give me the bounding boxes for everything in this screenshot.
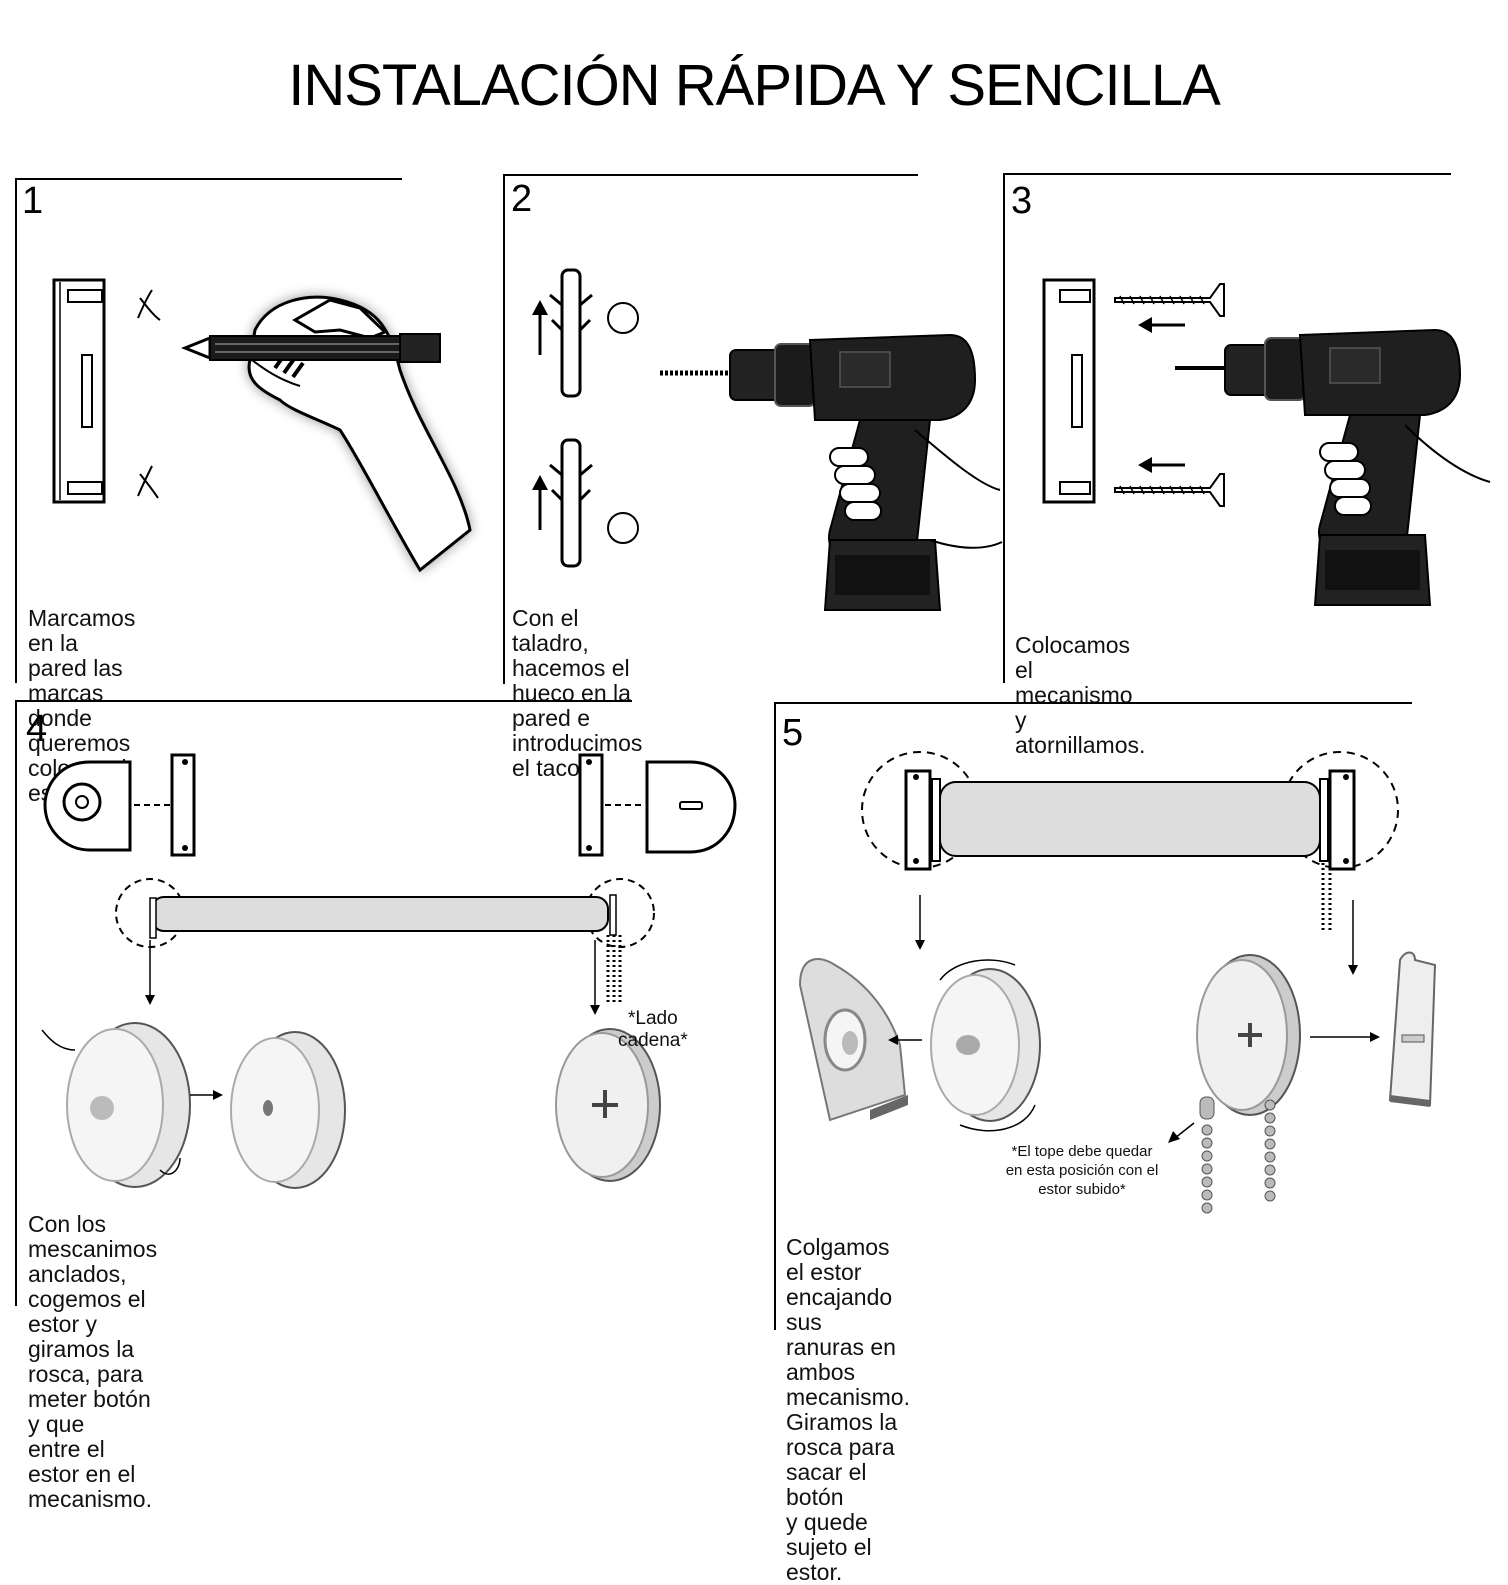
chain-icon [1321,863,1332,930]
chain-side-note: *Lado cadena* [618,1008,688,1051]
end-cap-icon [798,958,908,1122]
chain-icon [1199,1096,1276,1214]
step-4-illustration [41,753,737,1189]
bracket-icon [1042,278,1096,504]
wall-plug-icon [532,268,639,398]
step-2-left-border [503,174,505,684]
step-5-number: 5 [782,712,804,754]
gear-knob-icon [1196,954,1301,1116]
chain-icon [606,935,622,1002]
step-1-left-border [15,178,17,683]
step-2-illustration [532,268,1003,611]
step-3-caption: Colocamos el mecanismo y atornillamos. [1015,632,1146,758]
end-cap-icon [555,1028,661,1182]
gear-knob-icon [230,1031,346,1189]
roller-tube-icon [861,751,1399,871]
step-3-left-border [1003,173,1005,683]
gear-knob-icon [41,1022,191,1188]
screw-icon [1114,283,1225,507]
page-title: INSTALACIÓN RÁPIDA Y SENCILLA [288,53,1221,118]
pencil-icon [180,333,441,363]
step-4-left-border [15,700,17,1306]
end-cap-icon [43,760,132,852]
end-cap-icon [1388,951,1437,1107]
step-5-top-border [774,702,1412,704]
step-5-caption: Colgamos el estor encajando sus ranuras … [786,1234,910,1585]
step-2-top-border [503,174,918,176]
step-1-top-border [15,178,402,180]
stopper-note: *El tope debe quedar en esta posición co… [1005,1143,1159,1198]
drill-icon [660,333,1003,611]
step-1-illustration [52,278,472,573]
drill-icon [1175,328,1491,606]
step-3-number: 3 [1011,180,1033,222]
roller-tube-icon [115,878,655,948]
step-5-left-border [774,702,776,1330]
step-2-number: 2 [511,178,533,220]
mark-x-icon [137,289,161,499]
step-3-top-border [1003,173,1451,175]
bracket-icon [52,278,106,504]
end-cap-icon [645,760,737,854]
step-4-caption: Con los mescanimos anclados, cogemos el … [28,1211,158,1512]
gear-knob-icon [930,959,1041,1132]
step-4-number: 4 [26,708,48,750]
step-4-top-border [15,700,632,702]
wall-plug-icon [532,438,639,568]
bracket-icon [170,753,604,857]
arrow-icon [1138,317,1185,473]
step-5-illustration [798,751,1437,1214]
step-3-illustration [1042,278,1491,606]
step-1-number: 1 [22,180,44,222]
